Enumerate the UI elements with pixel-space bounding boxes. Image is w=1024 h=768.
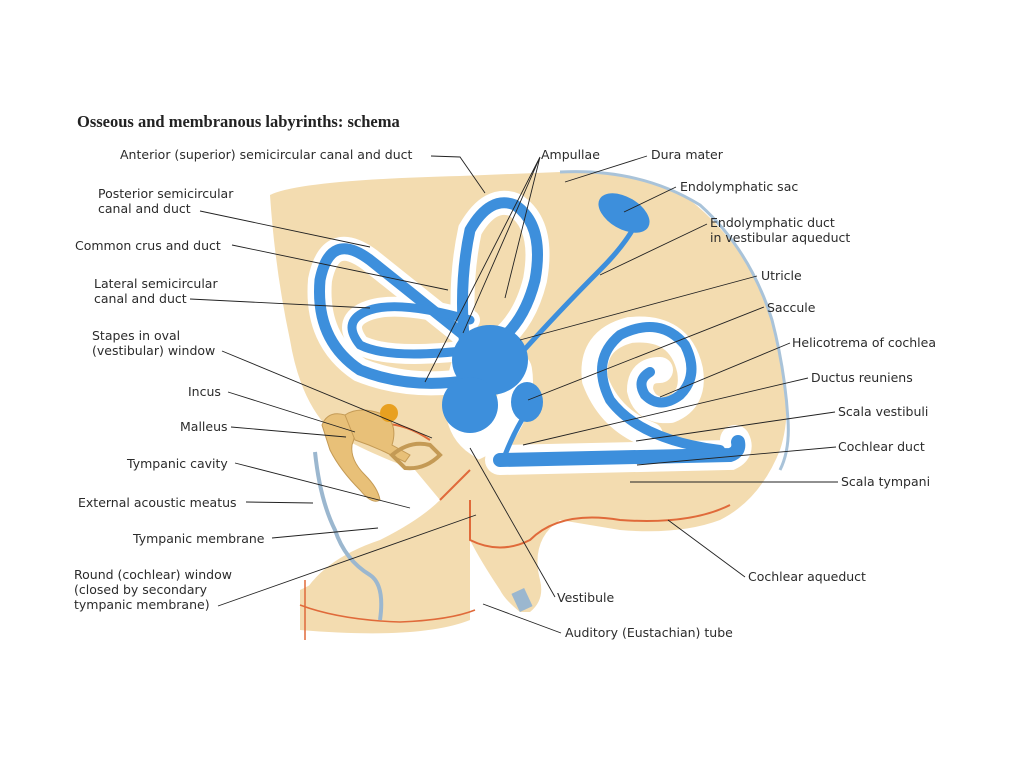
label-stapes-line1: Stapes in oval bbox=[92, 328, 181, 343]
label-tympanic-membrane: Tympanic membrane bbox=[133, 531, 265, 546]
label-round-window-line2: (closed by secondary bbox=[74, 582, 208, 597]
leader-lines bbox=[189, 155, 838, 634]
label-vestibule: Vestibule bbox=[557, 590, 615, 605]
tube-mucosa bbox=[299, 580, 476, 640]
stapes bbox=[389, 441, 443, 471]
label-lateral-canal: Lateral semicircular canal and duct bbox=[94, 276, 218, 306]
label-auditory-tube: Auditory (Eustachian) tube bbox=[565, 625, 733, 640]
label-ductus-reuniens: Ductus reuniens bbox=[811, 370, 913, 385]
label-cochlear-aqueduct: Cochlear aqueduct bbox=[748, 569, 866, 584]
label-round-window: Round (cochlear) window (closed by secon… bbox=[74, 567, 232, 612]
label-stapes: Stapes in oval (vestibular) window bbox=[92, 328, 215, 358]
label-anterior-canal: Anterior (superior) semicircular canal a… bbox=[120, 147, 413, 162]
diagram-title: Osseous and membranous labyrinths: schem… bbox=[77, 112, 400, 131]
label-endolymphatic-duct-line1: Endolymphatic duct bbox=[710, 215, 835, 230]
label-posterior-canal-line2: canal and duct bbox=[98, 201, 191, 216]
saccule bbox=[511, 382, 543, 422]
stapes-footplate bbox=[380, 404, 398, 422]
label-round-window-line1: Round (cochlear) window bbox=[74, 567, 232, 582]
anterior-duct bbox=[457, 197, 543, 386]
utricle-lower bbox=[442, 377, 498, 433]
endolymphatic-duct bbox=[512, 212, 643, 363]
cochlear-duct bbox=[493, 435, 746, 467]
label-posterior-canal-line1: Posterior semicircular bbox=[98, 186, 234, 201]
label-cochlear-duct: Cochlear duct bbox=[838, 439, 925, 454]
label-scala-tympani: Scala tympani bbox=[841, 474, 931, 489]
label-malleus: Malleus bbox=[180, 419, 228, 434]
label-scala-vestibuli: Scala vestibuli bbox=[838, 404, 929, 419]
label-helicotrema: Helicotrema of cochlea bbox=[792, 335, 936, 350]
label-round-window-line3: tympanic membrane) bbox=[74, 597, 210, 612]
dura-mater bbox=[559, 170, 790, 471]
label-external-meatus: External acoustic meatus bbox=[78, 495, 237, 510]
label-utricle: Utricle bbox=[761, 268, 802, 283]
tympanic-membrane bbox=[313, 451, 384, 621]
membranous-labyrinth bbox=[314, 197, 746, 467]
label-endolymphatic-sac: Endolymphatic sac bbox=[680, 179, 799, 194]
label-stapes-line2: (vestibular) window bbox=[92, 343, 216, 358]
cochlea-spiral bbox=[597, 322, 725, 455]
tube-wall bbox=[300, 540, 470, 622]
label-ampullae: Ampullae bbox=[541, 147, 600, 162]
endolymphatic-sac bbox=[598, 193, 650, 233]
auditory-tube-end bbox=[511, 587, 533, 613]
label-lateral-canal-line2: canal and duct bbox=[94, 291, 187, 306]
label-lateral-canal-line1: Lateral semicircular bbox=[94, 276, 218, 291]
ossicles bbox=[321, 404, 443, 502]
label-endolymphatic-duct-line2: in vestibular aqueduct bbox=[710, 230, 851, 245]
label-common-crus: Common crus and duct bbox=[75, 238, 221, 253]
posterior-duct bbox=[314, 243, 476, 389]
label-saccule: Saccule bbox=[767, 300, 816, 315]
label-incus: Incus bbox=[188, 384, 221, 399]
label-posterior-canal: Posterior semicircular canal and duct bbox=[98, 186, 233, 216]
label-dura-mater: Dura mater bbox=[651, 147, 723, 162]
label-endolymphatic-duct: Endolymphatic duct in vestibular aqueduc… bbox=[710, 215, 850, 245]
lateral-duct bbox=[347, 302, 475, 359]
label-tympanic-cavity: Tympanic cavity bbox=[127, 456, 228, 471]
